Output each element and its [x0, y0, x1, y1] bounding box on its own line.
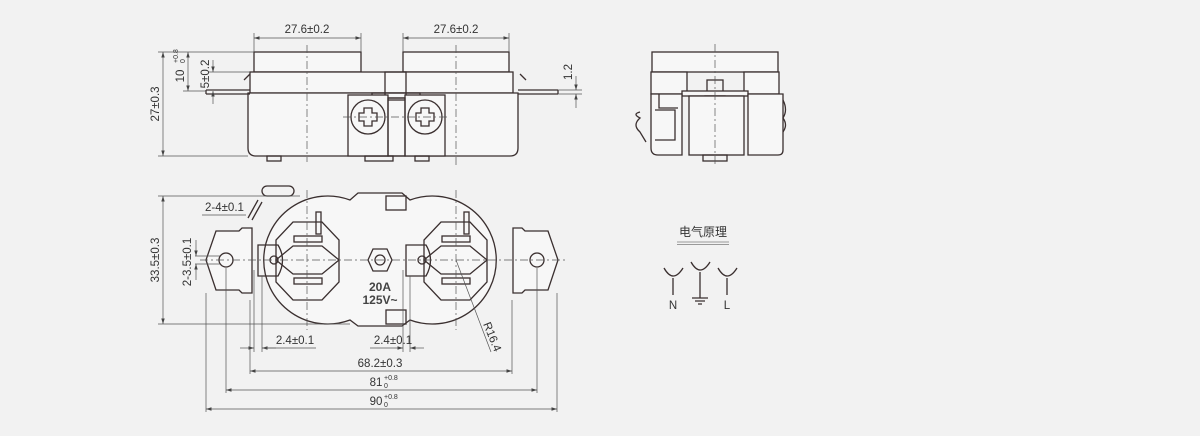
neutral-contact-icon — [663, 267, 684, 295]
line-contact-icon — [717, 267, 738, 295]
body-upper — [249, 71, 514, 94]
label-n: N — [669, 300, 677, 312]
dim-radius: R16.4 — [480, 321, 503, 355]
dim-front-height: 33.5±0.3 — [150, 238, 162, 283]
mounting-ears — [205, 89, 559, 95]
top-view: 27.6±0.2 27.6±0.2 27±0.3 10 +0.8 0 5±0.2… — [150, 24, 582, 165]
dim-90-tol-lower: 0 — [384, 402, 388, 409]
electrical-schematic: 电气原理 N L — [663, 224, 738, 312]
ground-contact-icon — [690, 261, 711, 305]
dim-cap-left: 27.6±0.2 — [285, 24, 330, 36]
dim-10-tol-lower: 0 — [180, 59, 187, 63]
dim-1-2: 1.2 — [563, 64, 575, 80]
dim-81-tol-upper: +0.8 — [384, 375, 398, 382]
label-l: L — [724, 300, 731, 312]
dim-cap-right: 27.6±0.2 — [434, 24, 479, 36]
right-ear — [512, 227, 559, 294]
rating-voltage: 125V~ — [362, 293, 397, 307]
dim-2-4-left: 2.4±0.1 — [276, 335, 314, 347]
dim-90: 90 — [370, 396, 383, 408]
rating-current: 20A — [369, 280, 391, 294]
dim-10-tol-upper: +0.8 — [173, 49, 180, 63]
dim-81-tol-lower: 0 — [384, 383, 388, 390]
left-cap — [253, 51, 362, 73]
dim-2-4-right: 2.4±0.1 — [374, 335, 412, 347]
dim-hole: 2-3.5±0.1 — [182, 238, 194, 287]
dim-90-tol-upper: +0.8 — [384, 394, 398, 401]
dim-height: 27±0.3 — [150, 86, 162, 121]
dim-slot: 2-4±0.1 — [205, 202, 244, 214]
dim-68: 68.2±0.3 — [358, 358, 403, 370]
dim-81: 81 — [370, 377, 383, 389]
dim-10: 10 — [175, 70, 187, 83]
front-view: 20A 125V~ 33.5±0.3 2-4±0.1 2-3.5±0.1 2.4… — [150, 185, 568, 412]
left-ear — [205, 227, 253, 294]
side-view — [635, 44, 787, 165]
schematic-title: 电气原理 — [679, 224, 727, 239]
dim-5: 5±0.2 — [200, 60, 212, 89]
